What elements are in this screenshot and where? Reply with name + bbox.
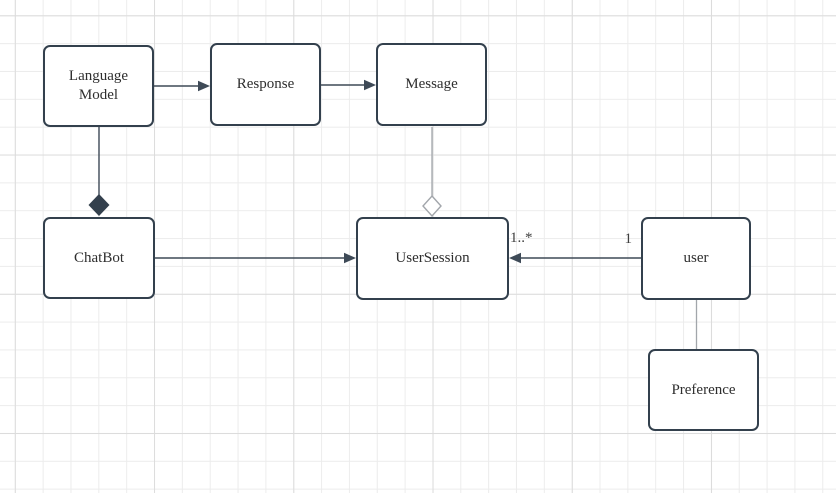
node-label: ChatBot — [73, 249, 124, 266]
node-label: Message — [405, 76, 458, 93]
node-message[interactable]: Message — [376, 43, 487, 126]
node-label: Response — [236, 76, 295, 93]
node-label: Language Model — [68, 68, 129, 103]
multiplicity-label-target: 1..* — [510, 230, 533, 246]
multiplicity-label-source: 1 — [624, 231, 633, 247]
node-label: user — [683, 250, 709, 267]
node-label: UserSession — [395, 250, 470, 267]
node-user[interactable]: user — [641, 217, 751, 300]
node-label: Preference — [671, 381, 736, 398]
arrowhead-icon — [509, 252, 521, 264]
node-preference[interactable]: Preference — [648, 349, 759, 431]
arrowhead-icon — [364, 79, 376, 91]
edge-user-to-user-session[interactable] — [509, 252, 641, 264]
edge-language-model-to-chatbot[interactable] — [88, 127, 110, 216]
arrowhead-icon — [344, 252, 356, 264]
edge-response-to-message[interactable] — [321, 79, 376, 91]
edge-language-model-to-response[interactable] — [154, 80, 210, 92]
node-response[interactable]: Response — [210, 43, 321, 126]
node-chatbot[interactable]: ChatBot — [43, 217, 155, 299]
node-language-model[interactable]: Language Model — [43, 45, 154, 127]
composition-diamond-icon — [88, 194, 110, 216]
node-user-session[interactable]: UserSession — [356, 217, 509, 300]
arrowhead-icon — [198, 80, 210, 92]
aggregation-diamond-icon — [422, 194, 442, 218]
edge-chatbot-to-user-session[interactable] — [155, 252, 356, 264]
edge-message-to-user-session[interactable] — [422, 127, 442, 218]
